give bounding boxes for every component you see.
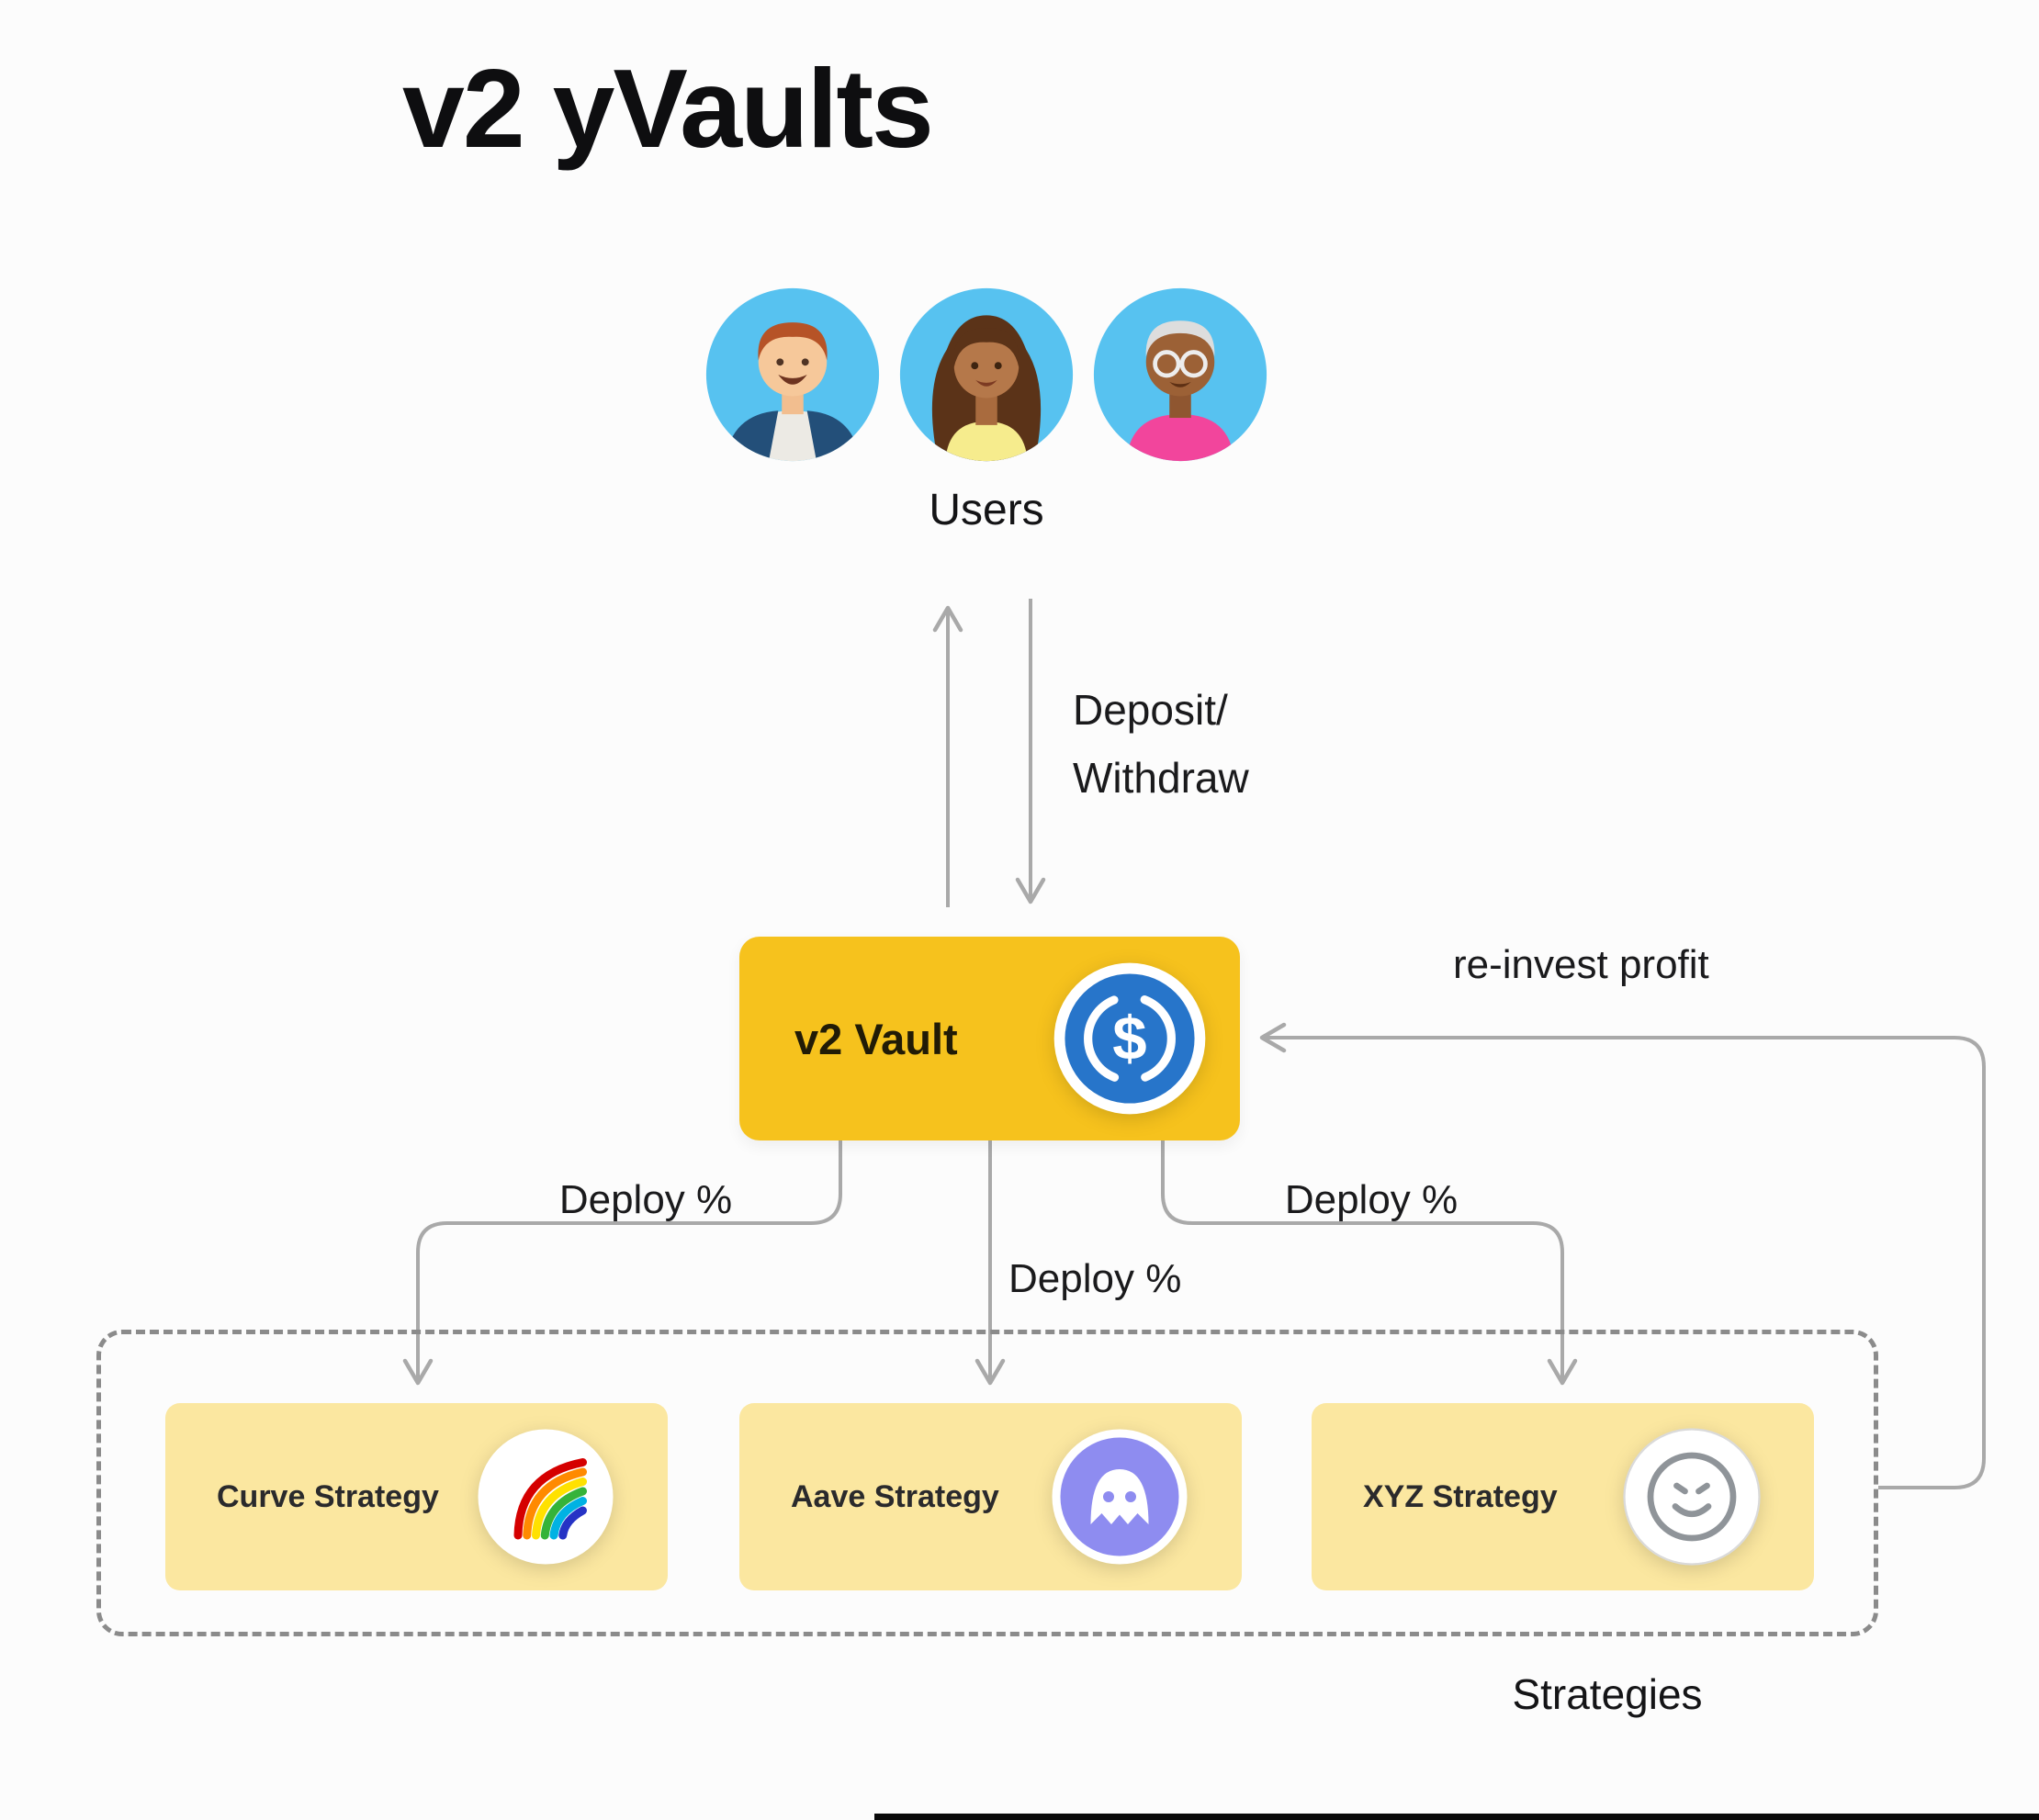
reinvest-profit-label: re-invest profit (1453, 942, 1709, 987)
deposit-label-line1: Deposit/ (1073, 686, 1228, 734)
vault-node: v2 Vault $ (739, 937, 1240, 1140)
vault-label: v2 Vault (794, 1014, 958, 1063)
strategy-label-xyz: XYZ Strategy (1363, 1478, 1558, 1514)
screen-bottom-edge-artifact (874, 1814, 2039, 1820)
strategies-group-label: Strategies (1512, 1670, 1703, 1718)
deposit-label-line2: Withdraw (1073, 754, 1249, 802)
diagram-title: v2 yVaults (402, 46, 934, 171)
curve-icon (478, 1429, 614, 1565)
strategy-label-curve: Curve Strategy (217, 1478, 439, 1514)
svg-text:$: $ (1112, 1005, 1146, 1073)
users-avatar-group (703, 285, 1270, 465)
strategy-label-aave: Aave Strategy (791, 1478, 999, 1514)
deploy-percent-label-left: Deploy % (558, 1177, 733, 1222)
avatar-man-icon (705, 287, 880, 462)
avatar-woman-icon (899, 287, 1074, 462)
arrow-deploy-curve (402, 1140, 842, 1386)
strategy-node-curve: Curve Strategy (165, 1403, 668, 1590)
avatar-elder-icon (1093, 287, 1267, 462)
strategies-group-border (96, 1330, 1878, 1636)
arrow-deploy-xyz (1161, 1140, 1578, 1386)
deploy-percent-label-right: Deploy % (1284, 1177, 1459, 1222)
usdc-icon: $ (1053, 962, 1206, 1115)
deploy-percent-label-center: Deploy % (1008, 1256, 1182, 1301)
strategy-node-aave: Aave Strategy (739, 1403, 1242, 1590)
users-label: Users (929, 486, 1044, 534)
smiley-icon (1623, 1428, 1761, 1566)
strategy-node-xyz: XYZ Strategy (1312, 1403, 1814, 1590)
deposit-withdraw-label: Deposit/ Withdraw (1073, 676, 1249, 812)
aave-icon (1052, 1429, 1188, 1565)
arrow-reinvest-profit (1259, 1022, 1986, 1489)
